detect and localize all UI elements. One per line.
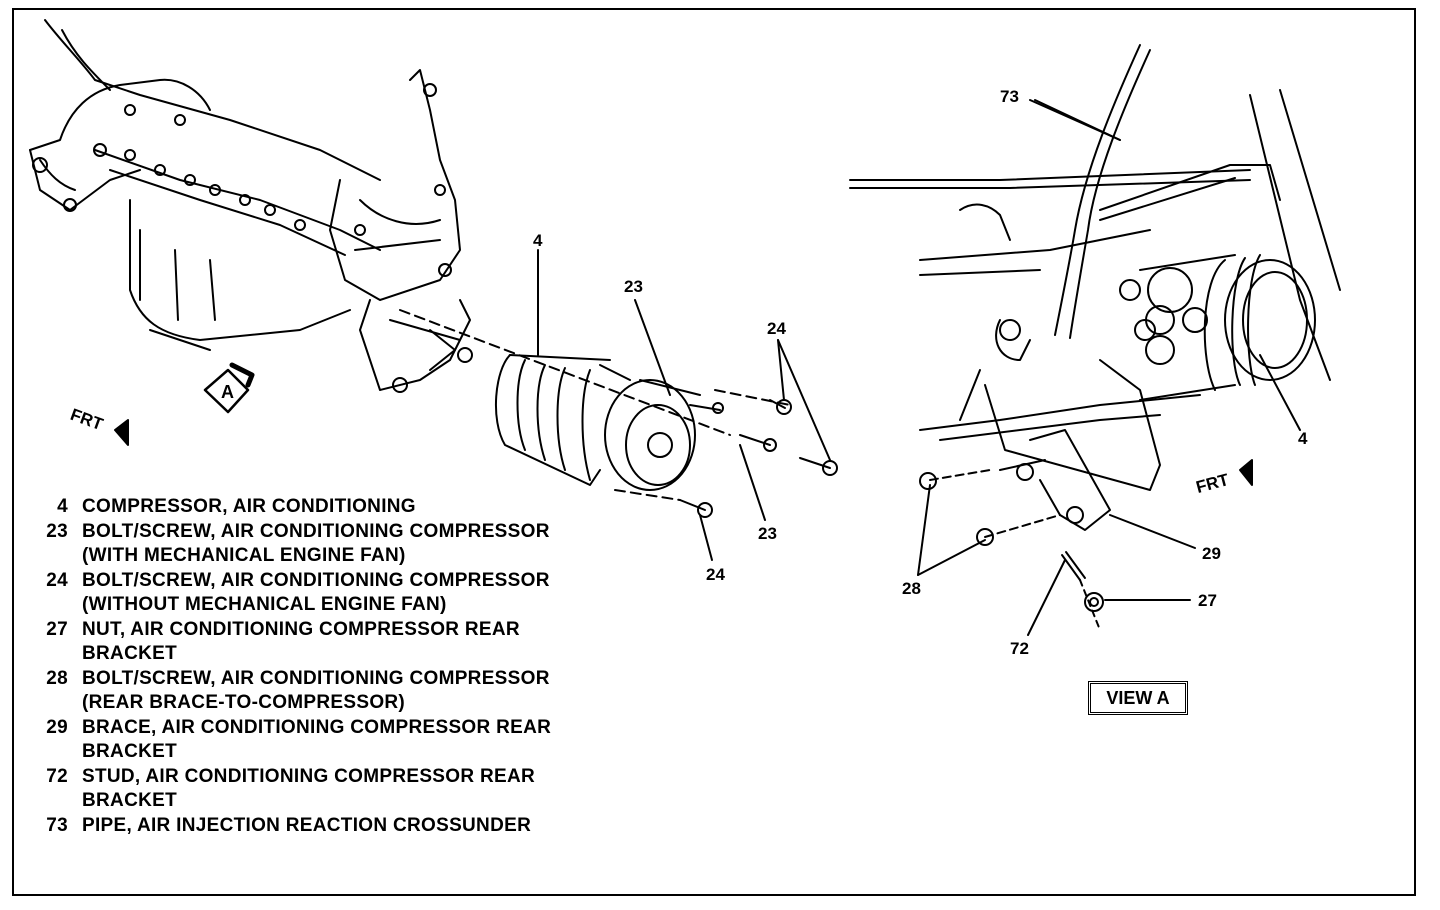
legend-row: BRACKET [36,740,551,765]
legend-number: 24 [46,569,68,591]
legend-number [36,691,68,716]
mounting-bracket [329,69,473,393]
legend-text: PIPE, AIR INJECTION REACTION CROSSUNDER [82,814,532,836]
legend-text: NUT, AIR CONDITIONING COMPRESSOR REAR [82,618,520,640]
legend-number [36,544,68,569]
legend-text: STUD, AIR CONDITIONING COMPRESSOR REAR [82,765,535,787]
callout-73: 73 [1000,87,1019,106]
callout-24-bottom: 24 [706,565,725,584]
legend-row: (REAR BRACE-TO-COMPRESSOR) [36,691,551,716]
legend-text: BRACKET [82,741,177,762]
legend-row: 73 PIPE, AIR INJECTION REACTION CROSSUNDE… [36,814,551,839]
legend-row: 28 BOLT/SCREW, AIR CONDITIONING COMPRESSO… [36,667,551,692]
legend-number [36,593,68,618]
legend-number: 4 [57,496,68,517]
legend-text: COMPRESSOR, AIR CONDITIONING [82,496,416,517]
legend-row: (WITH MECHANICAL ENGINE FAN) [36,544,551,569]
legend-text: (REAR BRACE-TO-COMPRESSOR) [82,692,406,713]
callout-29: 29 [1202,544,1221,563]
legend-row: 27 NUT, AIR CONDITIONING COMPRESSOR REAR [36,618,551,643]
callout-4-main: 4 [533,231,543,250]
callout-72: 72 [1010,639,1029,658]
callout-23-top: 23 [624,277,643,296]
legend-text: BRACE, AIR CONDITIONING COMPRESSOR REAR [82,716,552,738]
legend-row: 72 STUD, AIR CONDITIONING COMPRESSOR REAR [36,765,551,790]
legend-number [36,740,68,765]
engine-block [29,19,381,351]
callout-23-bottom: 23 [758,524,777,543]
legend-text: (WITH MECHANICAL ENGINE FAN) [82,545,406,566]
legend-number [36,642,68,667]
callout-27: 27 [1198,591,1217,610]
callout-28: 28 [902,579,921,598]
bolts-23-24 [399,309,838,518]
view-a-assembly [849,44,1341,631]
legend-text: BRACKET [82,790,177,811]
legend-text: BOLT/SCREW, AIR CONDITIONING COMPRESSOR [82,520,550,542]
legend-number [36,789,68,814]
legend-number: 28 [46,667,68,689]
legend-text: BRACKET [82,643,177,664]
leader-lines-right [917,99,1301,636]
view-marker-letter: A [221,382,234,402]
compressor-4 [495,354,701,491]
legend-text: BOLT/SCREW, AIR CONDITIONING COMPRESSOR [82,667,550,689]
view-a-label: VIEW A [1088,681,1188,715]
leader-lines-left [537,249,831,561]
legend-number: 73 [46,814,68,836]
legend-row: 29 BRACE, AIR CONDITIONING COMPRESSOR REA… [36,716,551,741]
legend-row: BRACKET [36,642,551,667]
legend-row: (WITHOUT MECHANICAL ENGINE FAN) [36,593,551,618]
legend-row: 23 BOLT/SCREW, AIR CONDITIONING COMPRESSO… [36,520,551,545]
legend-row: 24 BOLT/SCREW, AIR CONDITIONING COMPRESSO… [36,569,551,594]
callout-24-top: 24 [767,319,786,338]
legend-number: 29 [46,716,68,738]
legend-text: (WITHOUT MECHANICAL ENGINE FAN) [82,594,447,615]
callout-4-view: 4 [1298,429,1308,448]
legend-row: BRACKET [36,789,551,814]
frt-arrow-left [114,419,129,446]
legend-number: 27 [46,618,68,640]
legend-text: BOLT/SCREW, AIR CONDITIONING COMPRESSOR [82,569,550,591]
view-a-marker [203,362,255,414]
legend-number: 72 [46,765,68,787]
diagram-frame [12,8,1416,896]
frt-arrow-right [1239,459,1253,486]
legend-row: 4 COMPRESSOR, AIR CONDITIONING [36,495,551,520]
legend-number: 23 [46,520,68,542]
